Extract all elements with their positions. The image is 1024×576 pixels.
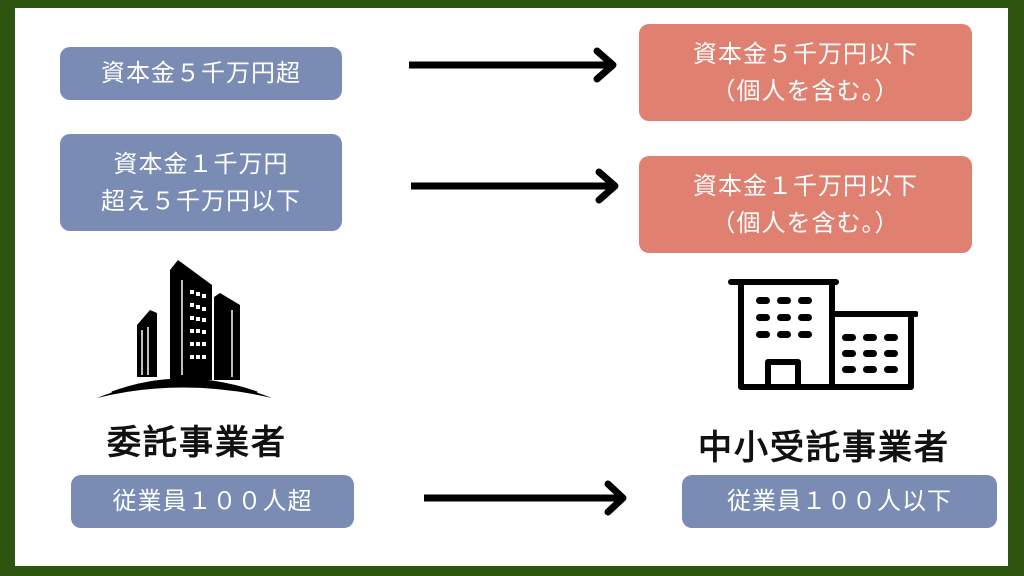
right-box-employees-under-100: 従業員１００人以下 [682,475,997,528]
arrow-right-icon [411,168,619,204]
box-text-line2: （個人を含む。） [711,208,900,237]
right-box-capital-under-50m: 資本金５千万円以下 （個人を含む。） [639,24,972,121]
skyscraper-icon [97,260,272,398]
box-text-line2: （個人を含む。） [711,76,900,105]
box-text-line1: 資本金１千万円以下 [693,171,918,200]
box-text-line1: 資本金５千万円以下 [693,39,918,68]
left-box-capital-10m-50m: 資本金１千万円 超え５千万円以下 [60,134,342,231]
entity-label-sme-contractor: 中小受託事業者 [698,428,950,468]
box-text-line2: 超え５千万円以下 [101,186,301,215]
box-text: 従業員１００人超 [112,487,313,515]
arrow-right-icon [424,480,627,516]
arrow-right-icon [409,47,617,83]
entity-label-consigner: 委託事業者 [107,423,287,463]
right-box-capital-under-10m: 資本金１千万円以下 （個人を含む。） [639,156,972,253]
box-text: 資本金５千万円超 [101,59,301,87]
left-box-capital-over-50m: 資本金５千万円超 [60,47,342,100]
box-text: 従業員１００人以下 [727,487,952,515]
box-text-line1: 資本金１千万円 [113,149,289,178]
office-building-icon [728,279,918,390]
left-box-employees-over-100: 従業員１００人超 [71,475,354,528]
